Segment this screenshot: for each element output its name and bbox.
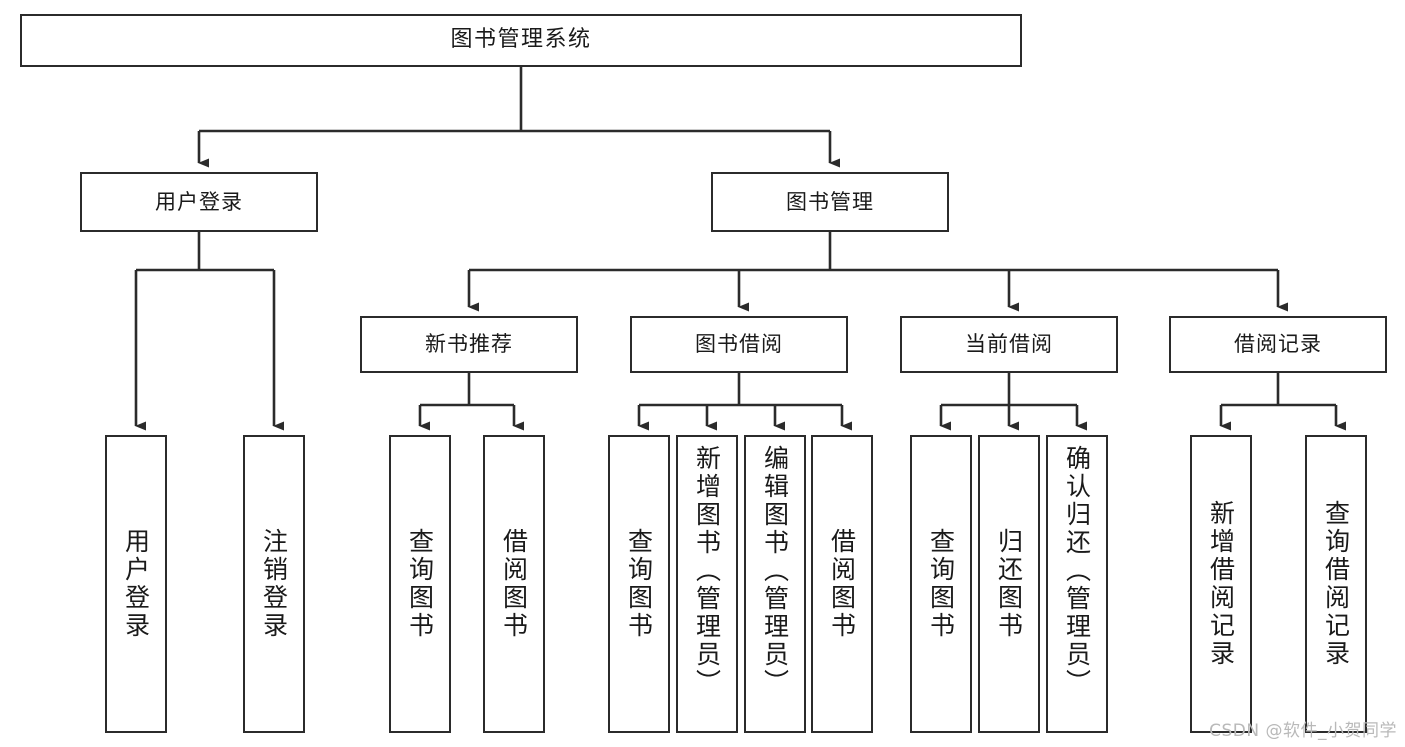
node-leaf-borrow-book-2[interactable]: 借阅图书 xyxy=(811,435,873,733)
node-leaf-add-book[interactable]: 新增图书（管理员） xyxy=(676,435,738,733)
node-leaf-query-book-2[interactable]: 查询图书 xyxy=(608,435,670,733)
node-label: 新书推荐 xyxy=(425,332,513,357)
node-book-borrow[interactable]: 图书借阅 xyxy=(630,316,848,373)
node-new-book-recommend[interactable]: 新书推荐 xyxy=(360,316,578,373)
node-label: 查询图书 xyxy=(926,528,956,640)
node-leaf-borrow-book-1[interactable]: 借阅图书 xyxy=(483,435,545,733)
node-leaf-return-book[interactable]: 归还图书 xyxy=(978,435,1040,733)
node-label: 用户登录 xyxy=(121,528,151,640)
node-borrow-record[interactable]: 借阅记录 xyxy=(1169,316,1387,373)
node-leaf-query-record[interactable]: 查询借阅记录 xyxy=(1305,435,1367,733)
node-label: 用户登录 xyxy=(155,189,243,214)
node-leaf-edit-book[interactable]: 编辑图书（管理员） xyxy=(744,435,806,733)
node-leaf-user-login[interactable]: 用户登录 xyxy=(105,435,167,733)
node-label: 查询借阅记录 xyxy=(1321,500,1351,668)
node-book-manage[interactable]: 图书管理 xyxy=(711,172,949,232)
node-label: 图书管理 xyxy=(786,189,874,214)
node-label: 图书管理系统 xyxy=(450,27,592,53)
node-label: 注销登录 xyxy=(259,528,289,640)
node-label: 查询图书 xyxy=(624,528,654,640)
node-label: 当前借阅 xyxy=(965,332,1053,357)
node-label: 编辑图书（管理员） xyxy=(760,445,790,697)
node-root-system[interactable]: 图书管理系统 xyxy=(20,14,1022,67)
node-label: 查询图书 xyxy=(405,528,435,640)
node-label: 归还图书 xyxy=(994,528,1024,640)
node-leaf-query-book-3[interactable]: 查询图书 xyxy=(910,435,972,733)
node-leaf-confirm-return[interactable]: 确认归还（管理员） xyxy=(1046,435,1108,733)
node-label: 借阅记录 xyxy=(1234,332,1322,357)
node-label: 新增借阅记录 xyxy=(1206,500,1236,668)
node-leaf-query-book-1[interactable]: 查询图书 xyxy=(389,435,451,733)
node-label: 借阅图书 xyxy=(827,528,857,640)
node-current-borrow[interactable]: 当前借阅 xyxy=(900,316,1118,373)
node-leaf-add-record[interactable]: 新增借阅记录 xyxy=(1190,435,1252,733)
node-label: 新增图书（管理员） xyxy=(692,445,722,697)
node-label: 借阅图书 xyxy=(499,528,529,640)
node-leaf-logout-login[interactable]: 注销登录 xyxy=(243,435,305,733)
node-label: 图书借阅 xyxy=(695,332,783,357)
node-user-login[interactable]: 用户登录 xyxy=(80,172,318,232)
node-label: 确认归还（管理员） xyxy=(1062,445,1092,697)
